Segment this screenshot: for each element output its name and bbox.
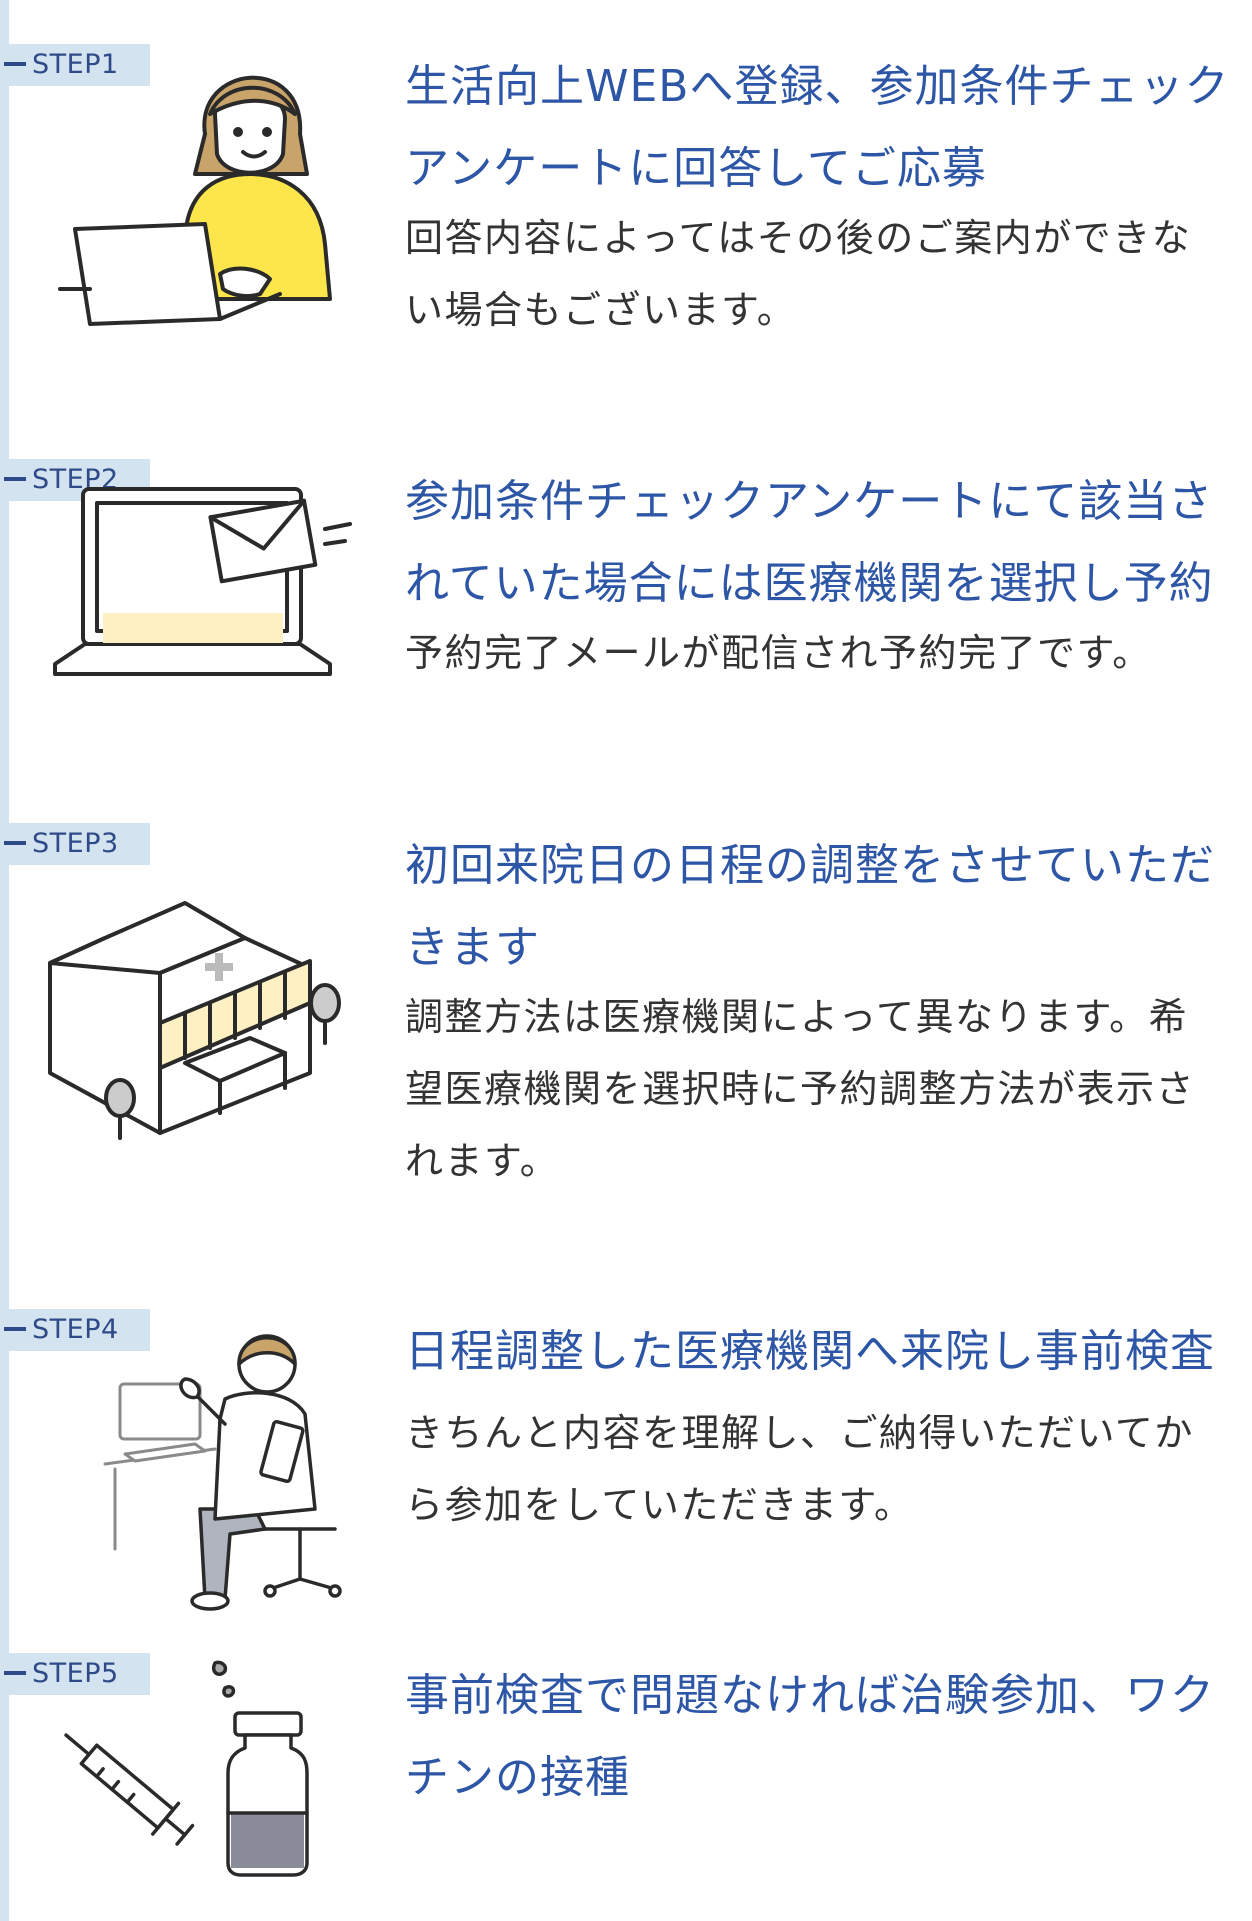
timeline-bar xyxy=(0,0,9,1921)
dash-mark xyxy=(4,476,26,481)
step-label: STEP1 xyxy=(0,44,150,86)
step-title: 日程調整した医療機関へ来院し事前検査 xyxy=(405,1326,1215,1377)
step-label-text: STEP5 xyxy=(32,1658,119,1689)
step-title: 事前検査で問題なければ治験参加、ワクチンの接種 xyxy=(405,1670,1215,1803)
step-description: 回答内容によってはその後のご案内ができない場合もございます。 xyxy=(405,216,1192,332)
dash-mark xyxy=(4,840,26,845)
step-label-text: STEP4 xyxy=(32,1314,119,1345)
step-label-text: STEP1 xyxy=(32,49,119,80)
step-label-text: STEP3 xyxy=(32,828,119,859)
step-title: 生活向上WEBへ登録、参加条件チェックアンケートに回答してご応募 xyxy=(405,61,1230,194)
step-description: きちんと内容を理解し、ご納得いただいてから参加をしていただきます。 xyxy=(405,1411,1194,1527)
step-label: STEP5 xyxy=(0,1653,150,1695)
dash-mark xyxy=(4,1670,26,1675)
step-title: 初回来院日の日程の調整をさせていただきます xyxy=(405,840,1215,973)
dash-mark xyxy=(4,1326,26,1331)
step-title: 参加条件チェックアンケートにて該当されていた場合には医療機関を選択し予約 xyxy=(405,476,1214,609)
step-label: STEP3 xyxy=(0,823,150,865)
step-description: 調整方法は医療機関によって異なります。希望医療機関を選択時に予約調整方法が表示さ… xyxy=(405,995,1196,1183)
laptop-with-email-icon xyxy=(45,459,365,693)
step-label: STEP4 xyxy=(0,1309,150,1351)
syringe-and-vial-icon xyxy=(45,1643,355,1887)
hospital-building-icon xyxy=(45,843,355,1167)
woman-with-laptop-icon xyxy=(45,44,355,348)
step-description: 予約完了メールが配信され予約完了です。 xyxy=(405,631,1152,675)
dash-mark xyxy=(4,61,26,66)
doctor-seated-icon xyxy=(45,1279,365,1623)
